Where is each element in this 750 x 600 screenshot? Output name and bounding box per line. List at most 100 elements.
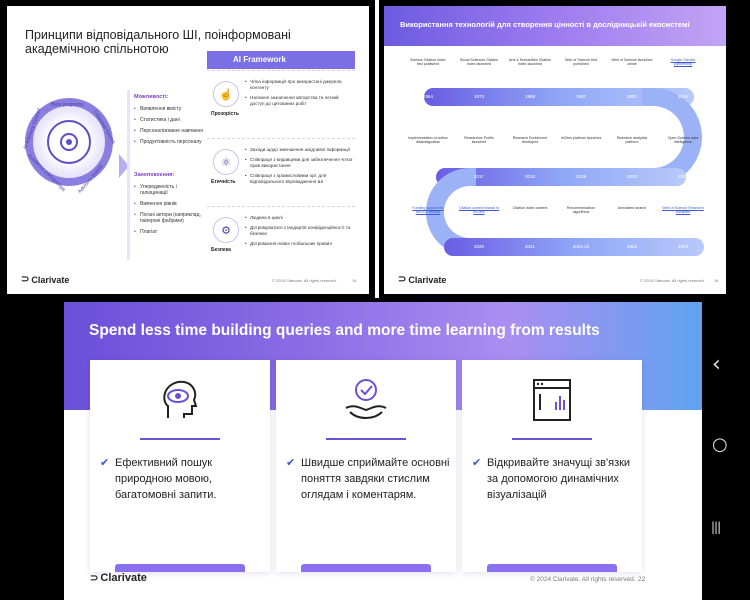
feature-card: ✔ Ефективний пошук природною мовою, бага…: [90, 360, 270, 572]
timeline-event: Web of Science first published: [565, 58, 597, 67]
card-divider: [326, 438, 406, 440]
list-item: Погані актори (наприклад, папероні фабри…: [134, 212, 204, 224]
timeline-year: 2017: [422, 244, 434, 249]
hand-check-icon: [345, 379, 387, 419]
row-label: Етичність: [211, 179, 236, 185]
timeline-year: 2023: [626, 244, 638, 249]
timeline-lane-3: [444, 238, 704, 256]
framework-row-ethics: ⚛ Етичність Заходи щодо зменшення шкідли…: [207, 138, 355, 206]
security-icon: ⚙: [213, 217, 239, 243]
timeline-year: 2021: [677, 174, 689, 179]
list-item: Людина в циклі: [245, 215, 353, 221]
timeline-year: 2020: [626, 174, 638, 179]
timeline-lane-2: [436, 168, 686, 186]
feature-card: ✔ Швидше сприймайте основні поняття завд…: [276, 360, 456, 572]
timeline-year: 2001: [626, 94, 638, 99]
card-text: Швидше сприймайте основні поняття завдяк…: [301, 457, 450, 501]
footer-copyright: © 2024 Clarivate. All rights reserved.: [530, 576, 636, 583]
timeline-event: Annotated search: [617, 206, 647, 210]
list-item: Персоналізоване навчання: [134, 128, 204, 134]
timeline-event: Citation Index content: [512, 206, 548, 210]
timeline-event[interactable]: Citation context shown in InCites: [459, 206, 499, 215]
card-divider: [512, 438, 592, 440]
card-button[interactable]: [487, 564, 617, 572]
list-item: Продуктивність персоналу: [134, 139, 204, 145]
card-button[interactable]: [115, 564, 245, 572]
list-item: Заходи щодо зменшення шкідливої інформац…: [245, 147, 353, 153]
card-text: Відкривайте значущі зв'язки за допомогою…: [487, 457, 631, 501]
clarivate-mark-icon: ⊃: [90, 572, 99, 584]
logo-text: Clarivate: [100, 572, 147, 584]
page-number: 16: [714, 278, 719, 283]
list-item: Співпраця з видавцями для забезпечення ч…: [245, 157, 353, 169]
framework-row-transparency: ☝ Прозорість Чітка інформація про викори…: [207, 70, 355, 138]
list-item: Вивчення рівнів: [134, 201, 204, 207]
feature-card: ✔ Відкривайте значущі зв'язки за допомог…: [462, 360, 642, 572]
timeline-event: Open Science data intelligence: [667, 136, 699, 145]
divider: [127, 90, 130, 260]
row-label: Безпека: [211, 247, 231, 253]
list-item: Належне зазначення авторства та легкий д…: [245, 95, 353, 107]
opportunities-list: Виявлення вмісту Статистика і дані Персо…: [134, 106, 204, 150]
nav-recents-button[interactable]: |||: [711, 520, 721, 534]
clarivate-logo: ⊃Clarivate: [21, 274, 69, 285]
timeline-event: Researcher Profile launched: [464, 136, 494, 145]
page-number: 14: [352, 278, 357, 283]
slide1-title: Принципи відповідального ШІ, поінформова…: [25, 28, 291, 56]
timeline-year: 2019: [575, 174, 587, 179]
list-item: Виявлення вмісту: [134, 106, 204, 112]
slide2-title: Використання технологій для створення ці…: [400, 20, 690, 29]
timeline-event[interactable]: Funding support for sciSCD service: [412, 206, 444, 215]
ethics-icon: ⚛: [213, 149, 239, 175]
timeline-year: 1973: [473, 94, 485, 99]
page-number: 22: [638, 576, 646, 583]
timeline-event: Web of Science launched online: [611, 58, 653, 67]
clarivate-mark-icon: ⊃: [398, 274, 407, 285]
timeline-event: Arts & Humanities Citation Index launche…: [509, 58, 551, 67]
nav-back-button[interactable]: ‹: [712, 352, 721, 377]
clarivate-logo: ⊃Clarivate: [398, 274, 446, 285]
slide-timeline: Використання технологій для створення ці…: [384, 6, 726, 294]
ai-head-icon: [47, 120, 91, 164]
timeline-event[interactable]: Google Scholar partnership: [670, 58, 696, 67]
card-button[interactable]: [301, 564, 431, 572]
slide2-header: [384, 6, 726, 46]
timeline-event: Research Enrichment developed: [512, 136, 548, 145]
timeline-year: 2016: [677, 94, 689, 99]
timeline-lane-1: [424, 88, 694, 106]
timeline-year: 1964: [422, 94, 434, 99]
row-items: Заходи щодо зменшення шкідливої інформац…: [245, 147, 353, 189]
list-item: Плагіат: [134, 229, 204, 235]
list-item: Дотримання нових глобальних правил: [245, 241, 353, 247]
timeline-year: 1997: [575, 94, 587, 99]
nav-home-button[interactable]: ○: [712, 434, 728, 455]
logo-text: Clarivate: [31, 274, 70, 285]
footer-copyright: © 2024 Clarivate. All rights reserved.: [640, 278, 705, 283]
timeline-event[interactable]: Web of Science Research Assistant: [662, 206, 704, 215]
row-items: Чітка інформація про використані джерела…: [245, 79, 353, 111]
card-text: Ефективний пошук природною мовою, багато…: [115, 457, 217, 501]
transparency-icon: ☝: [213, 81, 239, 107]
list-item: Чітка інформація про використані джерела…: [245, 79, 353, 91]
footer-copyright: © 2024 Clarivate. All rights reserved.: [272, 278, 337, 283]
ring-label: Beta programs: [51, 102, 84, 108]
timeline-year: 2020: [473, 244, 485, 249]
timeline-event: Implementation of author disambiguation: [408, 136, 448, 145]
concerns-list: Упередженість і галюцинації Вивчення рів…: [134, 184, 204, 240]
head-eye-icon: [163, 380, 198, 418]
row-items: Людина в циклі Дотримуватися стандартів …: [245, 215, 353, 251]
timeline-event: Research analytics platform: [616, 136, 648, 145]
timeline-year: 2021-22: [572, 244, 590, 249]
list-item: Дотримуватися стандартів конфіденційност…: [245, 225, 353, 237]
dashboard-chart-icon: [533, 379, 571, 421]
slide-spend-less-time: Spend less time building queries and mor…: [64, 302, 702, 600]
card-divider: [140, 438, 220, 440]
clarivate-logo: ⊃Clarivate: [90, 572, 147, 584]
list-item: Статистика і дані: [134, 117, 204, 123]
timeline-event: Social Sciences Citation Index launched: [459, 58, 499, 67]
row-label: Прозорість: [211, 111, 239, 117]
timeline-year: 1988: [524, 94, 536, 99]
concerns-heading: Занепокоєння:: [134, 172, 175, 178]
list-item: Співпраця з промисловими орг. для відпов…: [245, 173, 353, 185]
check-icon: ✔: [286, 457, 296, 469]
